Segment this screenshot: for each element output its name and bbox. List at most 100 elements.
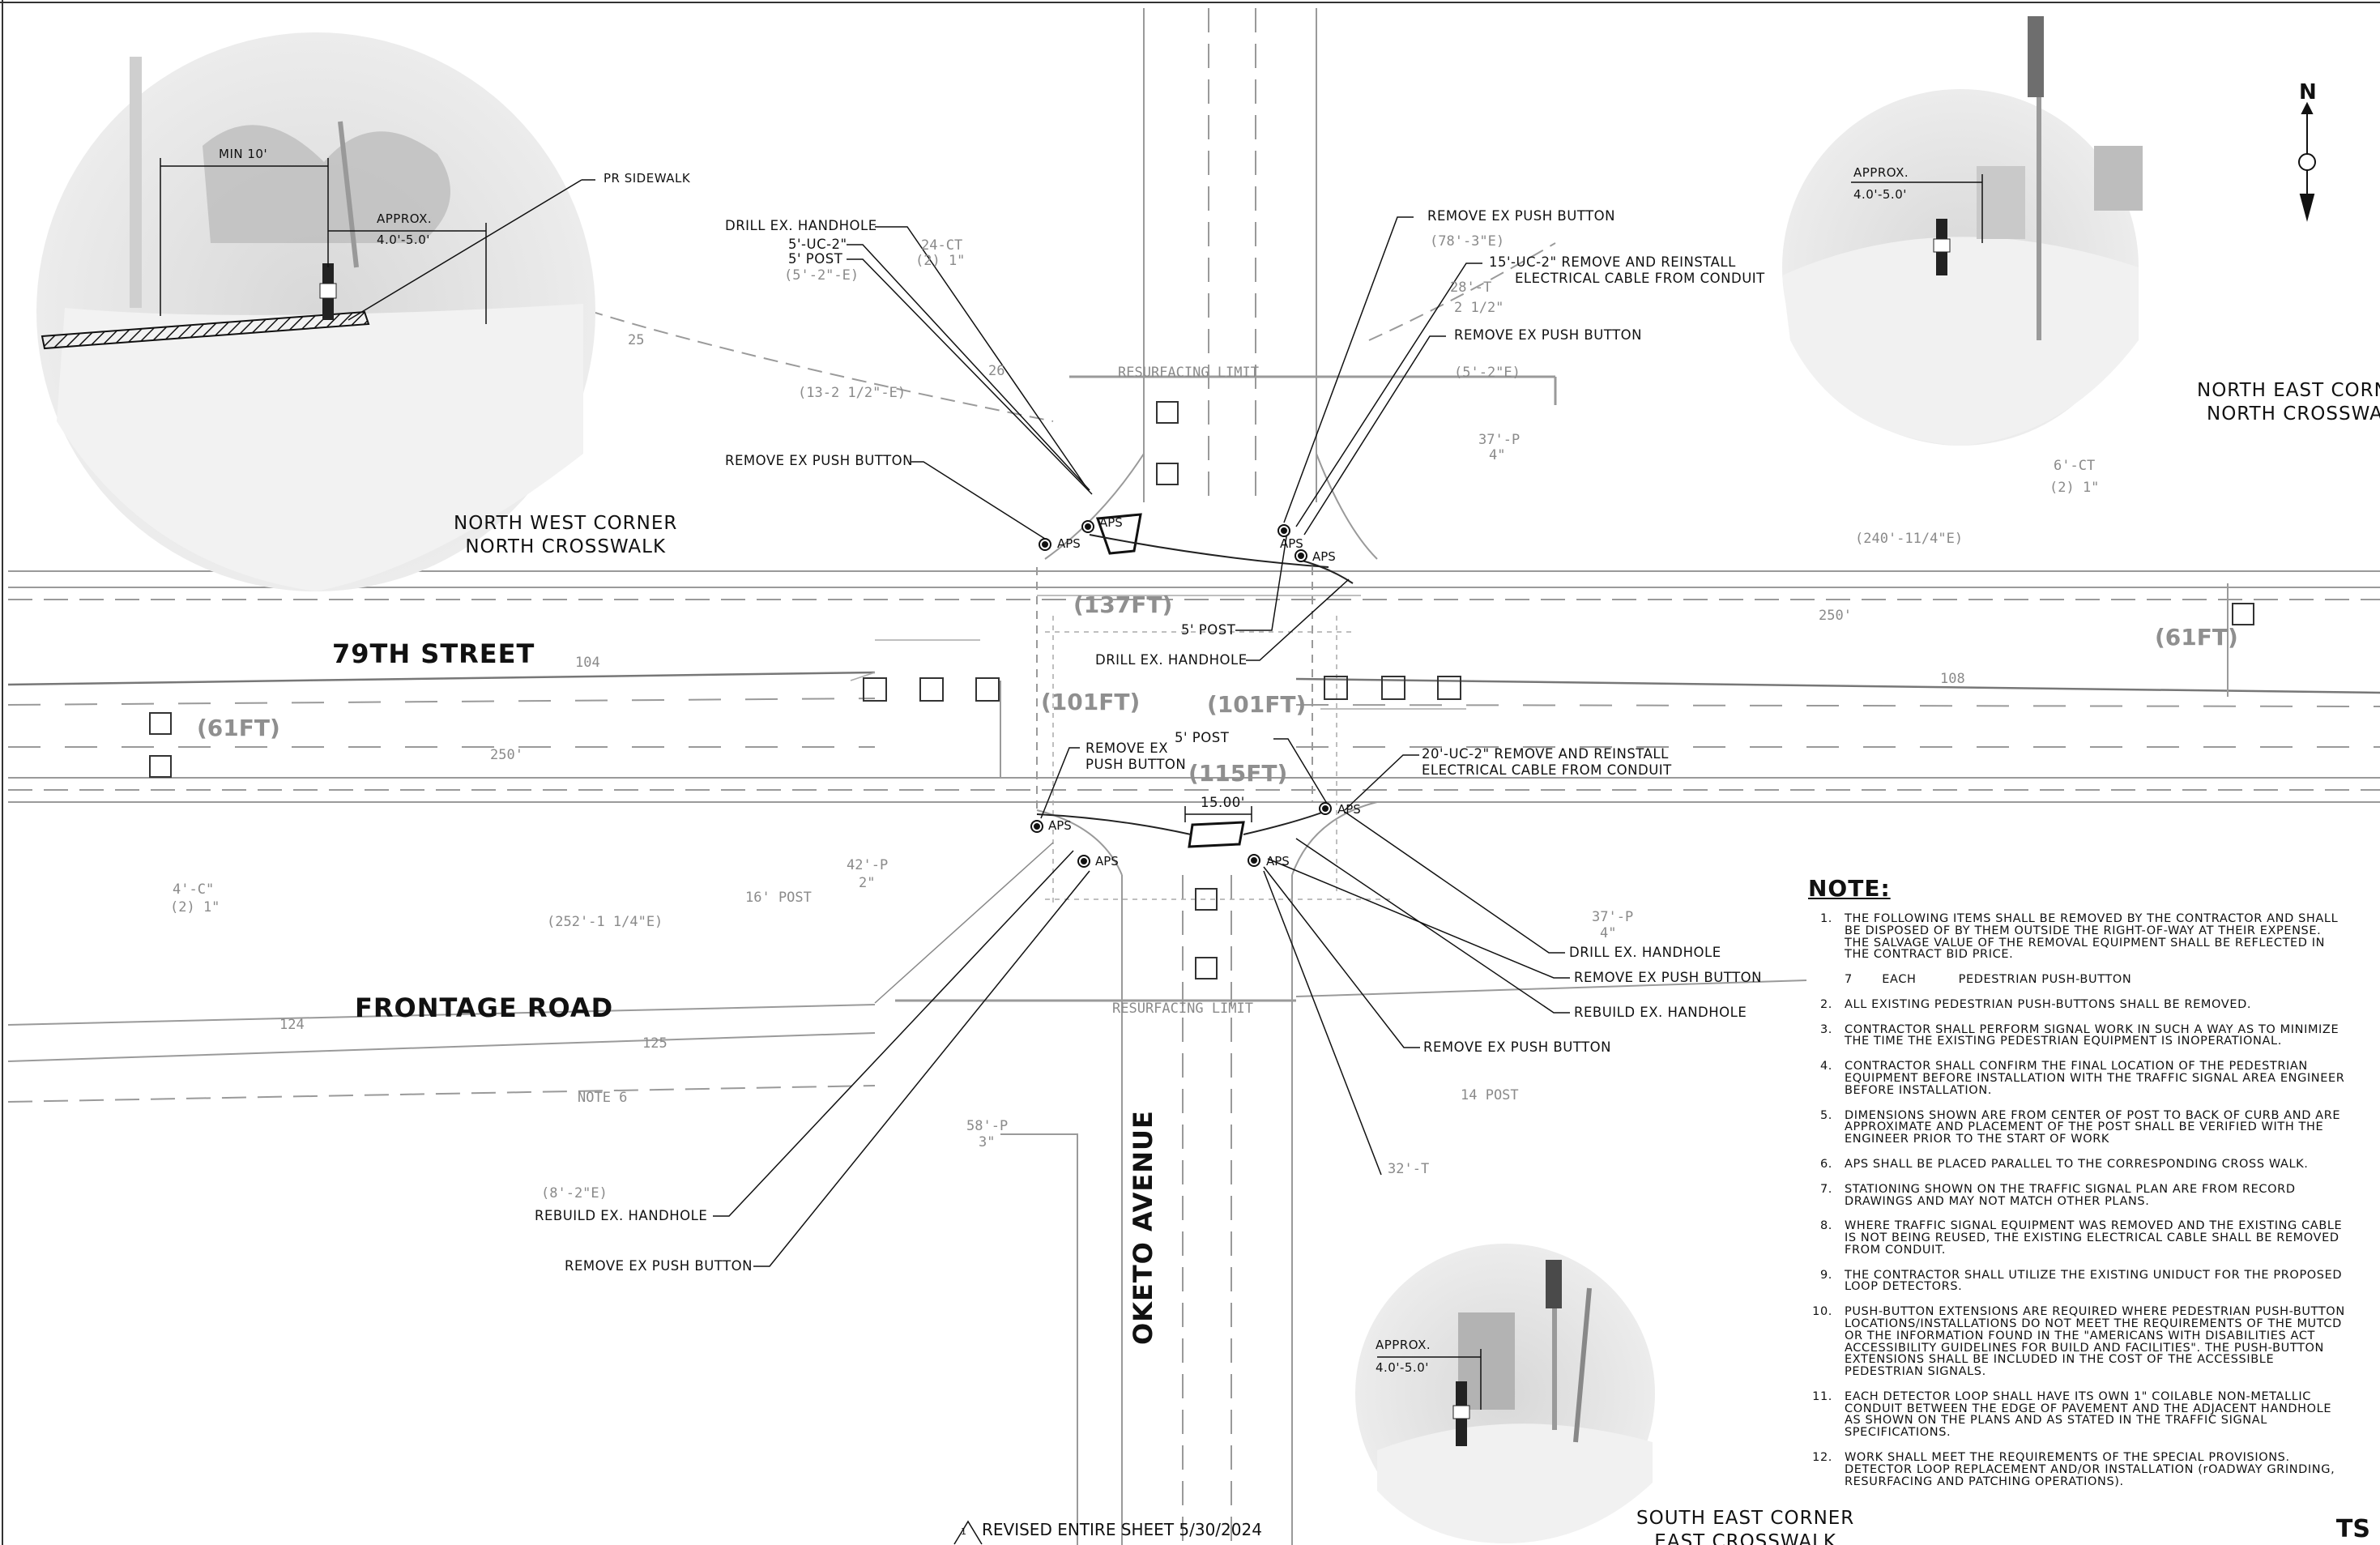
se-caption-line2: EAST CROSSWALK xyxy=(1654,1530,1836,1545)
note-number: 10. xyxy=(1812,1306,1832,1319)
ghost-label: NOTE 6 xyxy=(578,1090,628,1106)
dim-137ft: (137FT) xyxy=(1073,591,1173,618)
callout-remove-sw: REMOVE EX PUSH BUTTON xyxy=(565,1258,753,1274)
ghost-label: (240'-11/4"E) xyxy=(1855,531,1964,547)
note-number: 6. xyxy=(1819,1158,1832,1171)
note-number: 12. xyxy=(1812,1452,1832,1464)
note-text: ALL EXISTING PEDESTRIAN PUSH-BUTTONS SHA… xyxy=(1845,998,2252,1011)
callout-drill-nw: DRILL EX. HANDHOLE xyxy=(725,218,877,233)
ghost-label: (2) 1" xyxy=(170,899,220,915)
ghost-label: (78'-3"E) xyxy=(1430,233,1505,250)
note-number: 4. xyxy=(1819,1061,1832,1073)
aps-symbols xyxy=(1030,520,1332,868)
ghost-label: (5'-2"E) xyxy=(1454,365,1521,381)
note-item: 3.CONTRACTOR SHALL PERFORM SIGNAL WORK I… xyxy=(1808,1024,2380,1048)
callout-uc-se-1: 20'-UC-2" REMOVE AND REINSTALL xyxy=(1422,746,1669,762)
note-item: 10.PUSH-BUTTON EXTENSIONS ARE REQUIRED W… xyxy=(1808,1306,2380,1378)
note-subitem: 7 EACH PEDESTRIAN PUSH-BUTTON xyxy=(1845,973,2132,986)
note-text: STATIONING SHOWN ON THE TRAFFIC SIGNAL P… xyxy=(1845,1183,2296,1208)
ghost-label: 4" xyxy=(1489,447,1506,463)
note-number: 7. xyxy=(1819,1183,1832,1196)
callout-remove-ne1: REMOVE EX PUSH BUTTON xyxy=(1427,208,1616,224)
ghost-label: 125 xyxy=(642,1035,668,1052)
note-item: 1.THE FOLLOWING ITEMS SHALL BE REMOVED B… xyxy=(1808,913,2380,986)
ne-caption: NORTH EAST CORN NORTH CROSSWA xyxy=(2197,379,2380,426)
callout-remove-se1: REMOVE EX PUSH BUTTON xyxy=(1574,970,1763,985)
street-79th: 79TH STREET xyxy=(332,638,535,669)
callout-uc-ne-2: ELECTRICAL CABLE FROM CONDUIT xyxy=(1515,271,1765,286)
note-item: 4. CONTRACTOR SHALL CONFIRM THE FINAL LOC… xyxy=(1808,1061,2380,1096)
notes-panel: NOTE: 1.THE FOLLOWING ITEMS SHALL BE REM… xyxy=(1808,875,2380,1500)
callout-remove-sw-1: REMOVE EX xyxy=(1086,740,1169,756)
north-arrow-icon xyxy=(2298,101,2316,222)
nw-min-label: MIN 10' xyxy=(219,147,268,161)
callout-post-nw-dim: (5'-2"-E) xyxy=(784,267,859,284)
ghost-label: 16' POST xyxy=(745,890,812,906)
ghost-label: 4" xyxy=(1600,925,1617,941)
revision-mark: 1 xyxy=(961,1526,966,1537)
ghost-label: (2) 1" xyxy=(915,253,966,269)
aps-label: APS xyxy=(1337,802,1361,817)
nw-sidewalk-label: PR SIDEWALK xyxy=(604,171,691,186)
se-approx-value: 4.0'-5.0' xyxy=(1376,1360,1429,1375)
ne-caption-line2: NORTH CROSSWA xyxy=(2207,403,2380,425)
nw-approx-label: APPROX. xyxy=(377,211,433,226)
callout-post-se: 5' POST xyxy=(1175,730,1230,745)
ghost-label: 2" xyxy=(859,875,876,891)
resurfacing-limit-top: RESURFACING LIMIT xyxy=(1118,365,1259,381)
ghost-label: 108 xyxy=(1940,671,1965,687)
note-item: 5.DIMENSIONS SHOWN ARE FROM CENTER OF PO… xyxy=(1808,1110,2380,1146)
notes-list: 1.THE FOLLOWING ITEMS SHALL BE REMOVED B… xyxy=(1808,913,2380,1487)
revision-triangle-icon xyxy=(953,1520,983,1545)
aps-label: APS xyxy=(1057,536,1081,551)
dim-115ft: (115FT) xyxy=(1188,760,1288,787)
ghost-label: 124 xyxy=(279,1017,305,1033)
ne-photo xyxy=(1782,16,2143,446)
note-number: 1. xyxy=(1819,913,1832,925)
callout-remove-se2: REMOVE EX PUSH BUTTON xyxy=(1423,1039,1612,1055)
ghost-label: (252'-1 1/4"E) xyxy=(547,914,663,930)
note-number: 2. xyxy=(1819,998,1832,1011)
ghost-label: 250' xyxy=(490,747,523,763)
nw-caption-line1: NORTH WEST CORNER xyxy=(454,513,678,534)
note-text: CONTRACTOR SHALL CONFIRM THE FINAL LOCAT… xyxy=(1845,1061,2345,1097)
note-text: APS SHALL BE PLACED PARALLEL TO THE CORR… xyxy=(1845,1158,2309,1171)
ghost-label: (2) 1" xyxy=(2049,480,2100,496)
revision-note: 1 REVISED ENTIRE SHEET 5/30/2024 xyxy=(954,1520,1262,1539)
se-approx-label: APPROX. xyxy=(1376,1338,1431,1352)
street-oketo: OKETO AVENUE xyxy=(1128,1110,1158,1345)
note-item: 9.THE CONTRACTOR SHALL UTILIZE THE EXIST… xyxy=(1808,1270,2380,1294)
se-caption: SOUTH EAST CORNER EAST CROSSWALK xyxy=(1636,1507,1854,1545)
nw-approx-value: 4.0'-5.0' xyxy=(377,233,430,247)
callout-uc-se-2: ELECTRICAL CABLE FROM CONDUIT xyxy=(1422,762,1672,778)
callout-uc-ne-1: 15'-UC-2" REMOVE AND REINSTALL xyxy=(1489,254,1736,270)
note-text: DIMENSIONS SHOWN ARE FROM CENTER OF POST… xyxy=(1845,1109,2341,1146)
callout-remove-ne2: REMOVE EX PUSH BUTTON xyxy=(1454,327,1643,343)
ghost-label: (8'-2"E) xyxy=(541,1185,608,1201)
callout-remove-nw: REMOVE EX PUSH BUTTON xyxy=(725,453,914,468)
ghost-label: 4'-C" xyxy=(173,881,215,898)
note-text: WORK SHALL MEET THE REQUIREMENTS OF THE … xyxy=(1845,1452,2335,1488)
note-text: CONTRACTOR SHALL PERFORM SIGNAL WORK IN … xyxy=(1845,1023,2339,1048)
aps-label: APS xyxy=(1312,549,1336,564)
note-item: 11.EACH DETECTOR LOOP SHALL HAVE ITS OWN… xyxy=(1808,1391,2380,1439)
dim-101ft-west: (101FT) xyxy=(1041,689,1141,715)
note-item: 8.WHERE TRAFFIC SIGNAL EQUIPMENT WAS REM… xyxy=(1808,1220,2380,1256)
note-item: 7. STATIONING SHOWN ON THE TRAFFIC SIGNAL… xyxy=(1808,1184,2380,1208)
ghost-label: 42'-P xyxy=(847,857,889,873)
note-item: 6. APS SHALL BE PLACED PARALLEL TO THE CO… xyxy=(1808,1159,2380,1171)
leader-lines xyxy=(713,216,1570,1267)
aps-label: APS xyxy=(1048,818,1072,833)
se-caption-line1: SOUTH EAST CORNER xyxy=(1636,1508,1855,1529)
north-arrow-label: N xyxy=(2299,80,2318,105)
ghost-label: 58'-P xyxy=(966,1118,1009,1134)
ghost-label: 6'-CT xyxy=(2054,458,2096,474)
ghost-label: 3" xyxy=(979,1134,996,1150)
callout-post-center: 5' POST xyxy=(1181,622,1236,638)
nw-photo xyxy=(36,32,595,591)
ghost-label: 2 1/2" xyxy=(1454,300,1504,316)
note-text: WHERE TRAFFIC SIGNAL EQUIPMENT WAS REMOV… xyxy=(1845,1220,2343,1257)
ne-approx-label: APPROX. xyxy=(1853,165,1909,180)
sheet-id: TS xyxy=(2335,1515,2370,1543)
dim-101ft-east: (101FT) xyxy=(1207,691,1307,718)
